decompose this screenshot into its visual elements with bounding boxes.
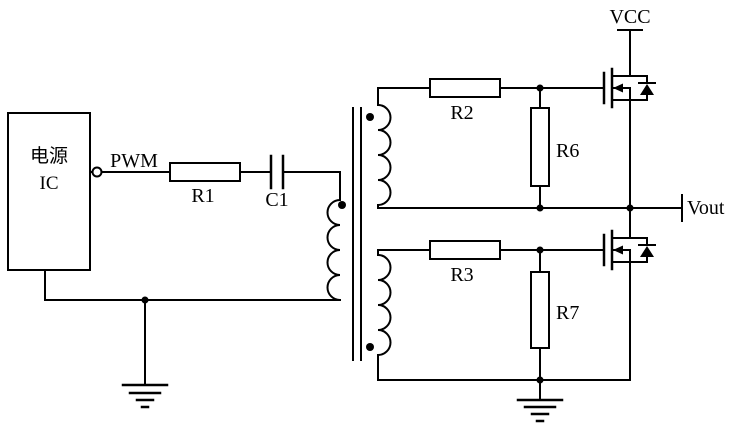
ground-left-bars xyxy=(121,383,169,409)
resistor-r6-label: R6 xyxy=(556,140,579,162)
resistor-r3-label: R3 xyxy=(450,264,473,286)
power-ic-block: 电源 IC xyxy=(7,112,91,271)
transformer-core xyxy=(352,107,362,361)
resistor-r1-body xyxy=(169,162,241,182)
junction-primary-ground xyxy=(141,296,149,304)
resistor-r3-body xyxy=(429,240,501,260)
vcc-label: VCC xyxy=(609,6,650,28)
ground-symbol-left xyxy=(121,383,169,409)
transformer xyxy=(326,103,392,361)
capacitor-c1-label: C1 xyxy=(265,189,288,211)
phase-dot-secondary-lower xyxy=(366,343,374,351)
wire-secondary-lower-bottom-rail xyxy=(377,354,631,381)
resistor-r1: R1 xyxy=(169,162,241,207)
wire-vcc xyxy=(617,29,643,77)
resistor-r3: R3 xyxy=(429,240,501,286)
mosfet-upper-body-diode-wires xyxy=(629,75,656,101)
mosfet-lower-body-arrow xyxy=(613,245,623,255)
resistor-r1-label: R1 xyxy=(191,185,214,207)
resistor-r6-body xyxy=(530,107,550,187)
phase-dot-primary xyxy=(338,201,346,209)
resistor-r6: R6 xyxy=(530,107,579,187)
resistor-r2: R2 xyxy=(429,78,501,124)
transformer-secondary-lower-winding xyxy=(376,253,392,357)
phase-dot-secondary-upper xyxy=(366,113,374,121)
ground-right-bars xyxy=(516,398,564,423)
resistor-r2-label: R2 xyxy=(450,102,473,124)
ground-symbol-right xyxy=(516,398,564,423)
wire-c1-to-transformer xyxy=(282,171,341,201)
mosfet-upper xyxy=(602,67,656,109)
wire-secondary-lower-top xyxy=(377,249,431,256)
mosfet-upper-body-arrow xyxy=(613,83,623,93)
mosfet-lower-body-diode-wires xyxy=(629,237,656,263)
pwm-label: PWM xyxy=(110,150,158,172)
resistor-r7-body xyxy=(530,271,550,349)
wire-primary-ground-net xyxy=(44,269,341,386)
vout-label: Vout xyxy=(687,197,725,219)
mosfet-lower xyxy=(602,229,656,271)
wire-secondary-upper-top xyxy=(377,87,431,106)
capacitor-c1: C1 xyxy=(265,154,289,211)
junction-r6-rail xyxy=(536,204,544,212)
resistor-r7: R7 xyxy=(530,271,579,349)
transformer-secondary-upper-winding xyxy=(376,103,392,207)
power-ic-label-line2: IC xyxy=(40,173,59,194)
capacitor-c1-plates xyxy=(269,154,285,190)
resistor-r2-body xyxy=(429,78,501,98)
resistor-r7-label: R7 xyxy=(556,302,579,324)
mosfet-upper-body-diode-triangle xyxy=(640,84,654,95)
power-ic-box xyxy=(7,112,91,271)
transformer-primary-winding xyxy=(326,198,342,302)
mosfet-lower-body-diode-triangle xyxy=(640,246,654,257)
pwm-open-terminal xyxy=(91,166,103,178)
wire-secondary-upper-bottom-rail xyxy=(377,204,631,209)
power-ic-label-line1: 电源 xyxy=(30,145,68,167)
